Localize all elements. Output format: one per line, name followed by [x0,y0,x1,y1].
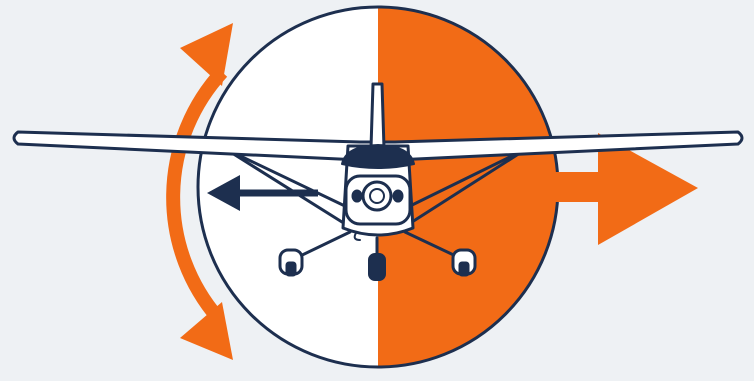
cowl-inlet-right [393,190,403,202]
main-wheel-right [453,250,475,276]
cowl-inlet-left [352,190,362,202]
tail-fin [371,84,384,148]
main-wheel-left [280,250,302,276]
nose-wheel [369,254,385,280]
spinner-tip [370,189,384,203]
